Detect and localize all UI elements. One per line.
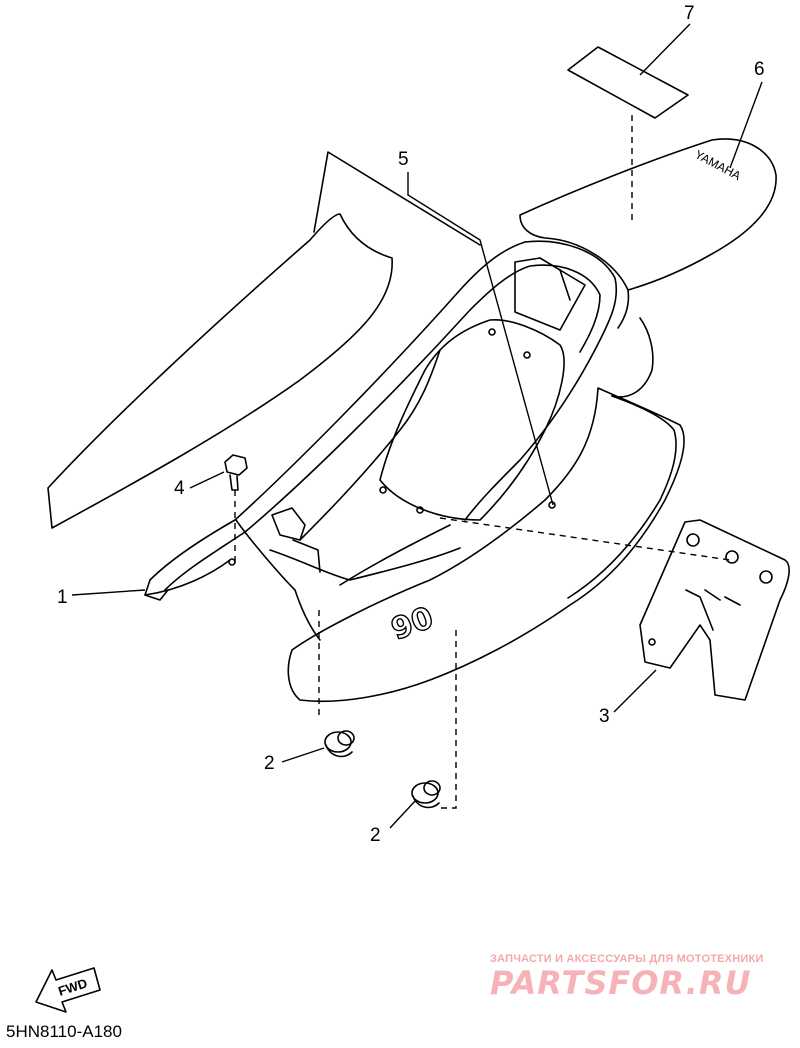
- part-7-label-sticker: [567, 46, 689, 119]
- alignment-line-plate: [439, 517, 731, 561]
- seat-pad-outline: [47, 213, 393, 529]
- callout-1: 1: [57, 587, 68, 608]
- callout-3: 3: [599, 706, 610, 727]
- side-cover: [287, 317, 685, 703]
- leader-3: [613, 669, 657, 713]
- callout-2b: 2: [370, 825, 381, 846]
- alignment-line-grommet-b: [440, 630, 457, 809]
- part-2-grommet-b: [411, 780, 441, 809]
- callout-4: 4: [174, 478, 185, 499]
- leader-1: [71, 589, 146, 596]
- callout-6: 6: [754, 59, 765, 80]
- watermark-brand: PARTSFOR.RU: [490, 964, 752, 1002]
- callout-2a: 2: [264, 753, 275, 774]
- leader-4: [189, 471, 225, 489]
- leader-5: [407, 172, 554, 506]
- part-6-seat: [519, 138, 777, 329]
- callout-5: 5: [398, 149, 409, 170]
- diagram-code: 5HN8110-A180: [6, 1022, 122, 1041]
- watermark-tagline: ЗАПЧАСТИ И АКСЕССУАРЫ ДЛЯ МОТОТЕХНИКИ: [490, 953, 764, 965]
- part-3-mounting-plate: [639, 519, 790, 701]
- leader-7: [639, 23, 691, 76]
- part-2-grommet-a: [324, 730, 355, 758]
- callout-7: 7: [684, 3, 695, 24]
- leader-2b: [389, 799, 417, 829]
- leader-6: [729, 81, 763, 169]
- part-5-frame-bracket: [313, 151, 481, 246]
- side-cover-number: 90: [387, 600, 438, 647]
- fwd-arrow-icon: [35, 967, 101, 1013]
- frame-rails: [144, 240, 618, 641]
- leader-2a: [281, 747, 325, 763]
- part-4-bolt: [224, 454, 248, 491]
